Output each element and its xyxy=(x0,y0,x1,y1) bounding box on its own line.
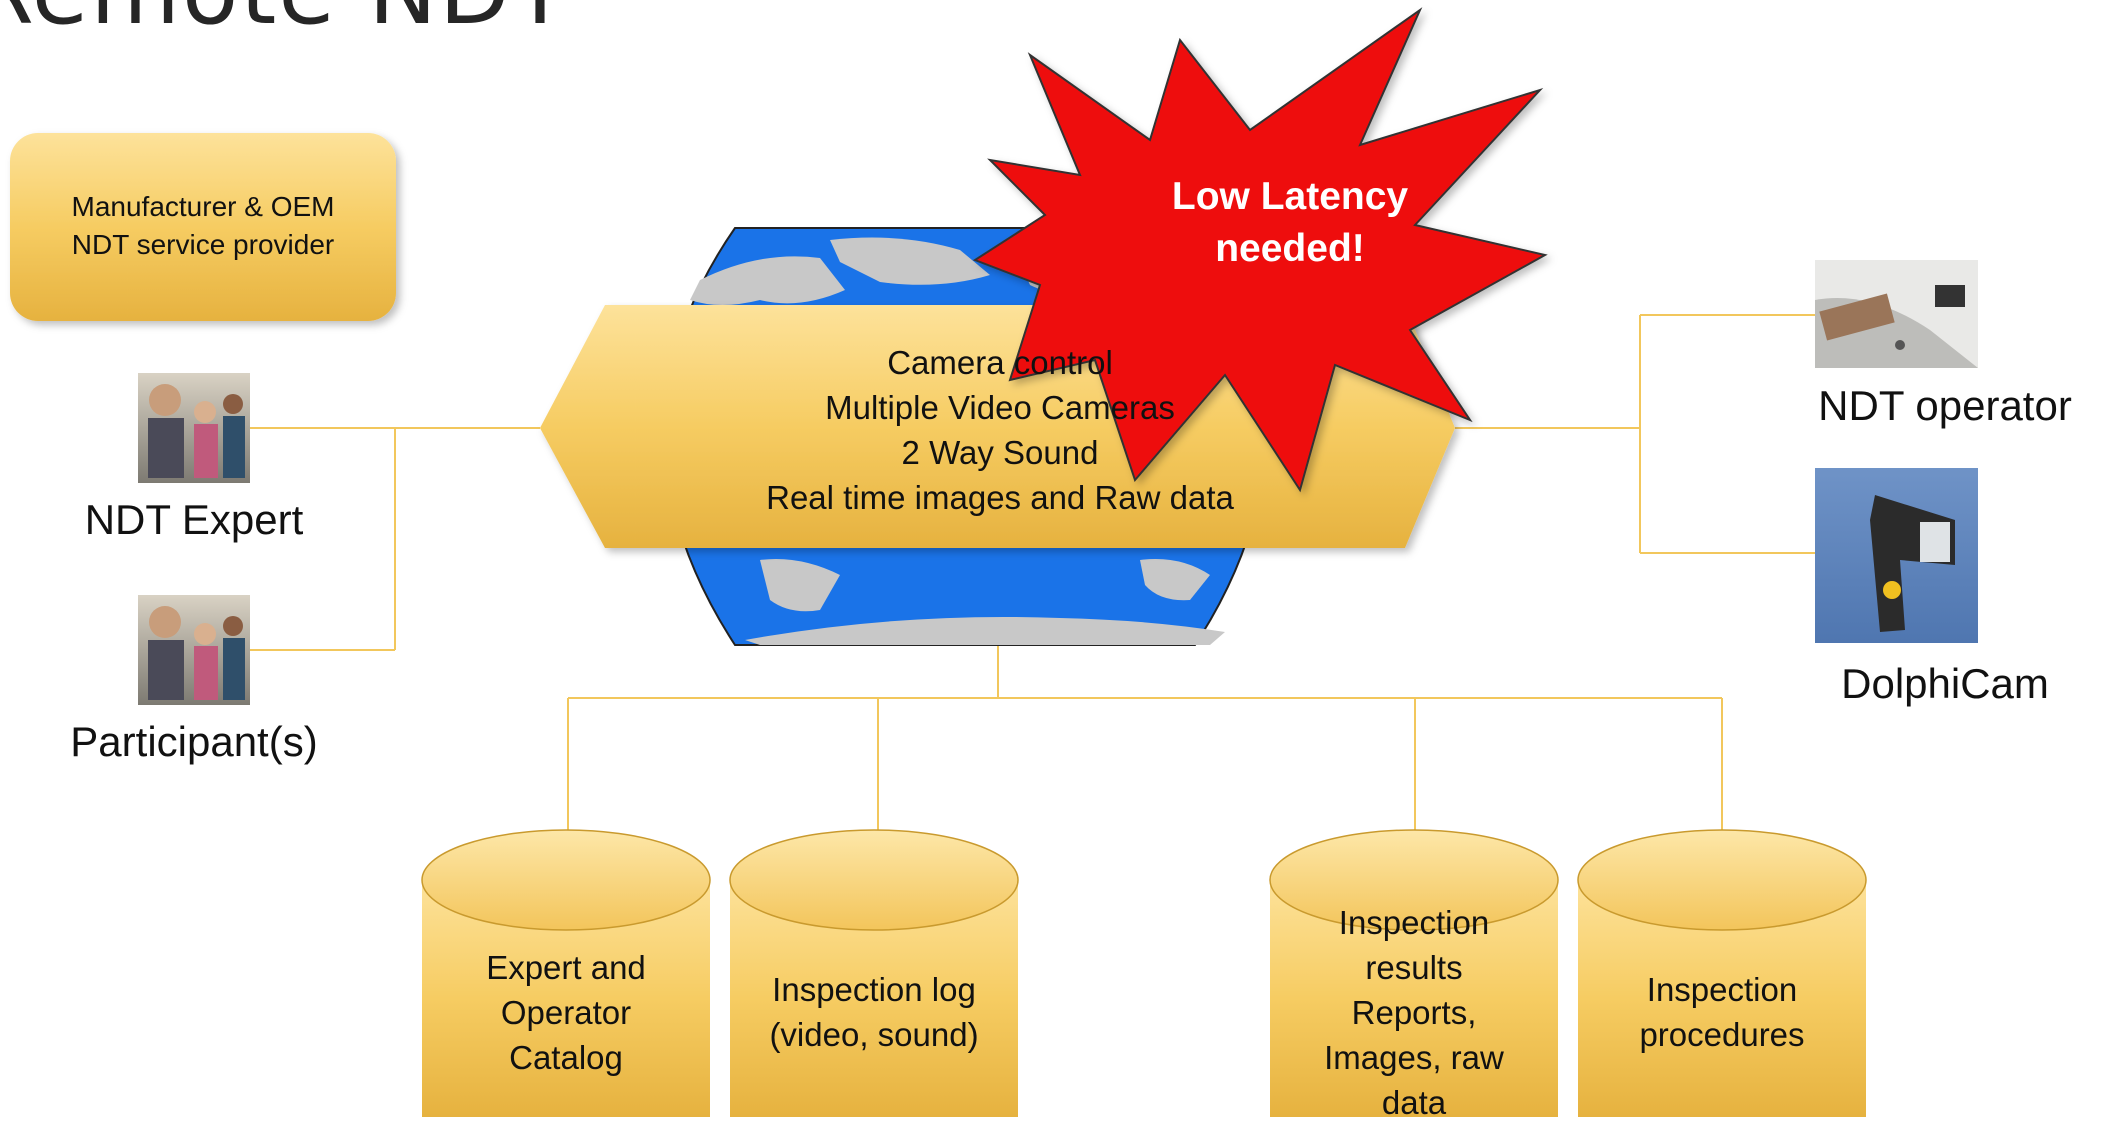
people-headset-icon xyxy=(138,595,250,705)
provider-line: NDT service provider xyxy=(71,229,335,260)
db-line: procedures xyxy=(1639,1016,1805,1053)
dolphicam-device-icon xyxy=(1815,468,1978,643)
actor-label-participants: Participant(s) xyxy=(70,718,318,765)
center-feature-list: Camera control Multiple Video Cameras 2 … xyxy=(660,340,1340,520)
database-cylinder xyxy=(729,829,1019,1117)
database-label: Inspection log (video, sound) xyxy=(730,967,1018,1057)
database-cylinder xyxy=(1577,829,1867,1117)
db-line: Inspection xyxy=(1646,971,1798,1008)
db-line: Operator xyxy=(500,994,632,1031)
callout-text: Low Latency needed! xyxy=(1120,171,1460,275)
provider-box-text: Manufacturer & OEM NDT service provider xyxy=(10,188,396,264)
db-line: Reports, xyxy=(1351,994,1477,1031)
feature-item: 2 Way Sound xyxy=(901,434,1099,471)
actor-label-ndt-expert: NDT Expert xyxy=(84,496,304,543)
people-headset-icon xyxy=(138,373,250,483)
provider-box xyxy=(10,133,396,321)
db-line: Inspection xyxy=(1338,904,1490,941)
feature-item: Camera control xyxy=(887,344,1113,381)
db-line: Expert and xyxy=(486,949,646,986)
db-line: results xyxy=(1365,949,1463,986)
db-line: data xyxy=(1381,1084,1447,1121)
actor-label-ndt-operator: NDT operator xyxy=(1818,382,2072,429)
database-label: Inspection procedures xyxy=(1578,967,1866,1057)
page-title: Remote NDT xyxy=(0,0,570,45)
callout-line: Low Latency xyxy=(1171,175,1409,218)
database-label: Inspection results Reports, Images, raw … xyxy=(1270,900,1558,1125)
feature-item: Multiple Video Cameras xyxy=(825,389,1175,426)
db-line: Images, raw xyxy=(1324,1039,1504,1076)
actor-label-dolphicam: DolphiCam xyxy=(1841,660,2049,707)
database-label: Expert and Operator Catalog xyxy=(422,945,710,1080)
db-line: Catalog xyxy=(509,1039,623,1076)
db-line: (video, sound) xyxy=(769,1016,979,1053)
callout-line: needed! xyxy=(1215,227,1365,270)
database-cylinder xyxy=(421,829,711,1117)
db-line: Inspection log xyxy=(772,971,976,1008)
connector-lines xyxy=(250,314,1815,845)
feature-item: Real time images and Raw data xyxy=(766,479,1234,516)
database-cylinder xyxy=(1269,829,1559,1117)
operator-photo-icon xyxy=(1815,260,1978,368)
provider-line: Manufacturer & OEM xyxy=(71,191,335,222)
callout-burst xyxy=(972,7,1548,493)
